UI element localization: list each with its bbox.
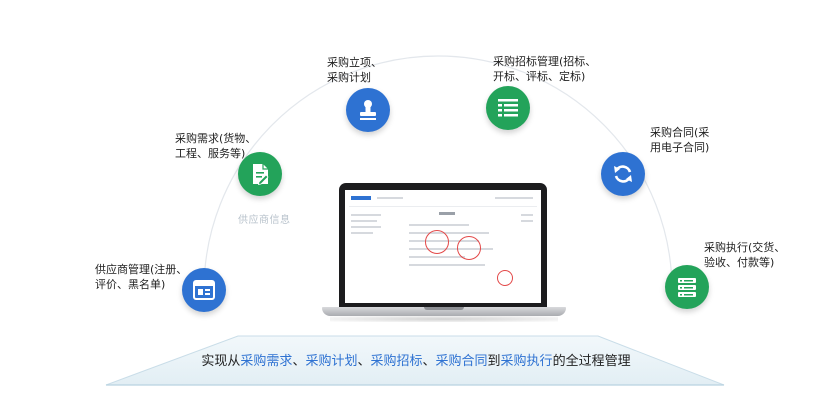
summary-item-execution: 采购执行 <box>500 354 553 369</box>
label-procurement-approval: 采购立项、 采购计划 <box>327 55 382 85</box>
screen-line <box>409 248 493 250</box>
screen-line <box>409 256 465 258</box>
summary-separator: 、 <box>357 354 371 369</box>
summary-item-plan: 采购计划 <box>305 354 358 369</box>
arc-caption: 供应商信息 <box>238 215 291 226</box>
summary-item-demand: 采购需求 <box>240 354 293 369</box>
screen-divider <box>349 206 537 207</box>
label-line: 验收、付款等) <box>704 256 775 269</box>
summary-text: 实现从采购需求、采购计划、采购招标、采购合同到采购执行的全过程管理 <box>0 350 832 369</box>
screen-line <box>351 226 381 228</box>
screen-tab <box>351 196 371 200</box>
label-supplier-management: 供应商管理(注册、 评价、黑名单) <box>95 262 187 292</box>
screen-line <box>409 232 489 234</box>
label-line: 采购立项、 <box>327 56 382 69</box>
label-procurement-execution: 采购执行(交货、 验收、付款等) <box>704 240 785 270</box>
screen-heading <box>439 212 455 215</box>
screen-line <box>351 220 377 222</box>
document-edit-icon <box>238 152 282 196</box>
screen-line <box>351 214 381 216</box>
server-icon <box>665 265 709 309</box>
arc-line <box>203 55 673 291</box>
summary-separator: 、 <box>422 354 436 369</box>
summary-separator: 、 <box>292 354 306 369</box>
screen-line <box>521 220 533 222</box>
label-line: 供应商管理(注册、 <box>95 263 188 276</box>
label-procurement-demand: 采购需求(货物、 工程、服务等) <box>175 131 256 161</box>
summary-connector: 到 <box>487 354 501 369</box>
label-line: 用电子合同) <box>650 141 710 154</box>
label-tender-management: 采购招标管理(招标、 开标、评标、定标) <box>493 54 596 84</box>
summary-item-contract: 采购合同 <box>435 354 488 369</box>
laptop-base <box>322 307 566 316</box>
screen-line <box>351 232 373 234</box>
label-line: 开标、评标、定标) <box>493 70 586 83</box>
list-icon <box>486 86 530 130</box>
label-line: 采购需求(货物、 <box>175 132 257 145</box>
summary-prefix: 实现从 <box>201 354 241 369</box>
screen-line <box>409 224 469 226</box>
laptop-screen-content <box>345 190 541 303</box>
red-seal <box>457 236 481 260</box>
label-line: 采购执行(交货、 <box>704 241 786 254</box>
label-line: 采购计划 <box>327 71 371 84</box>
label-line: 采购招标管理(招标、 <box>493 55 597 68</box>
red-seal <box>497 270 513 286</box>
screen-line <box>521 214 533 216</box>
laptop-notch <box>424 307 464 310</box>
screen-line <box>495 197 533 199</box>
summary-suffix: 的全过程管理 <box>552 354 631 369</box>
stamp-icon <box>346 88 390 132</box>
laptop <box>339 183 547 307</box>
laptop-shadow <box>330 316 558 322</box>
label-procurement-contract: 采购合同(采 用电子合同) <box>650 125 709 155</box>
refresh-icon <box>601 152 645 196</box>
red-seal <box>425 230 449 254</box>
label-line: 采购合同(采 <box>650 126 710 139</box>
screen-line <box>409 264 485 266</box>
form-icon <box>182 268 226 312</box>
summary-item-tender: 采购招标 <box>370 354 423 369</box>
screen-line <box>377 197 403 199</box>
label-line: 工程、服务等) <box>175 147 246 160</box>
label-line: 评价、黑名单) <box>95 278 166 291</box>
